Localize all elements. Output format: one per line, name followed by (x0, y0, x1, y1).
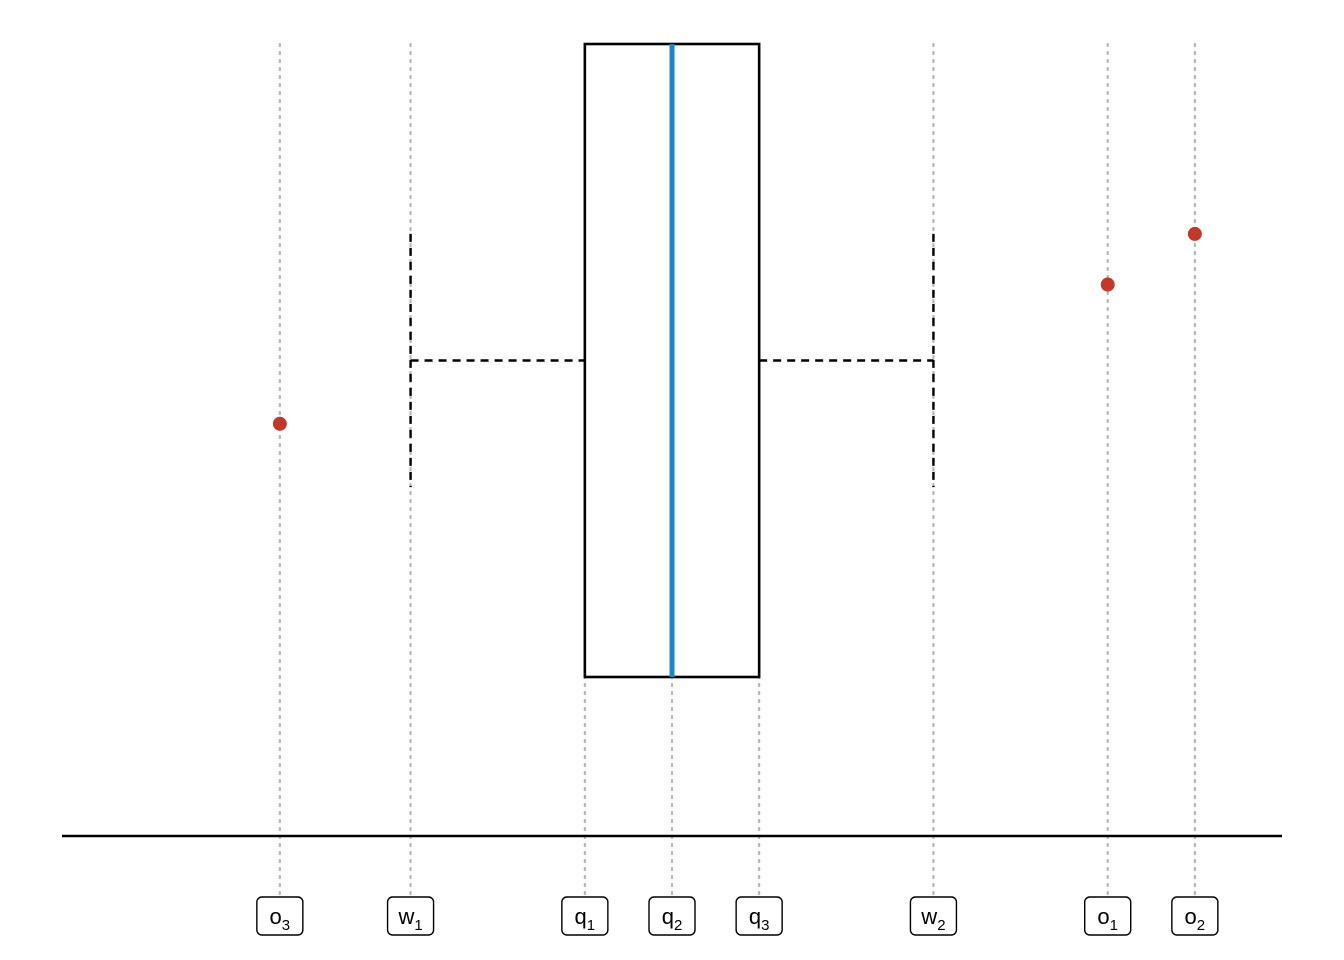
label-sub-w2: 2 (937, 917, 945, 934)
label-sub-q2: 2 (674, 917, 682, 934)
guide-lines (278, 42, 1196, 902)
label-sub-w1: 1 (414, 917, 422, 934)
label-base-q2: q (662, 904, 674, 929)
label-text-w1: w1 (397, 904, 422, 934)
label-w2: w2 (909, 896, 958, 936)
label-text-w2: w2 (920, 904, 945, 934)
label-text-q2: q2 (662, 904, 683, 934)
label-text-q3: q3 (749, 904, 770, 934)
label-w1: w1 (386, 896, 435, 936)
outliers (272, 226, 1202, 431)
label-box-w1 (386, 896, 435, 936)
outlier-point-o2 (1187, 226, 1202, 241)
label-o3: o3 (256, 896, 304, 936)
label-box-w2 (909, 896, 958, 936)
label-sub-o1: 1 (1110, 917, 1118, 934)
label-base-q3: q (749, 904, 761, 929)
label-sub-o2: 2 (1197, 917, 1205, 934)
label-box-o1 (1084, 896, 1132, 936)
label-o2: o2 (1171, 896, 1219, 936)
label-box-q1 (561, 896, 609, 936)
label-text-o2: o2 (1185, 904, 1206, 934)
label-sub-q1: 1 (587, 917, 595, 934)
label-sub-o3: 3 (282, 917, 290, 934)
label-o1: o1 (1084, 896, 1132, 936)
label-sub-q3: 3 (761, 917, 769, 934)
label-q2: q2 (648, 896, 696, 936)
label-base-w2: w (920, 904, 937, 929)
label-q3: q3 (735, 896, 783, 936)
label-box-o2 (1171, 896, 1219, 936)
outlier-point-o1 (1100, 277, 1115, 292)
label-box-o3 (256, 896, 304, 936)
box (583, 42, 761, 679)
label-text-q1: q1 (575, 904, 596, 934)
outlier-point-o3 (272, 416, 287, 431)
label-base-o3: o (270, 904, 282, 929)
whiskers (409, 233, 935, 488)
label-q1: q1 (561, 896, 609, 936)
label-text-o1: o1 (1097, 904, 1118, 934)
label-base-o2: o (1185, 904, 1197, 929)
label-box-q2 (648, 896, 696, 936)
label-base-w1: w (397, 904, 414, 929)
label-text-o3: o3 (270, 904, 291, 934)
label-box-q3 (735, 896, 783, 936)
label-base-q1: q (575, 904, 587, 929)
label-base-o1: o (1097, 904, 1109, 929)
